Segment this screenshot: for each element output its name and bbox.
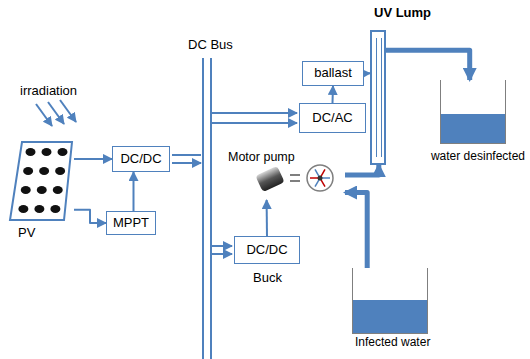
- irradiation-label: irradiation: [20, 84, 77, 99]
- disinfected-tank: water desinfected: [440, 80, 506, 144]
- uv-lamp-core: [376, 38, 382, 157]
- bus-wire: [172, 154, 201, 156]
- node-text: DC/DC: [120, 152, 161, 167]
- node-text: DC/DC: [246, 243, 287, 258]
- bus-wire: [211, 245, 232, 247]
- dc-bus-line: [202, 58, 204, 359]
- pv-cell: [53, 186, 63, 194]
- node-text: DC/AC: [312, 111, 352, 126]
- node-text: Motor pump: [228, 150, 295, 164]
- ballast-box: ballast: [302, 61, 364, 86]
- pv-cell: [23, 167, 33, 175]
- infected-tank: Infected water: [352, 268, 428, 334]
- bus-label: DC Bus: [188, 38, 233, 53]
- pv-panel-shape: [8, 140, 74, 222]
- pv-panel-outline: [10, 142, 72, 220]
- signal-connector: [74, 158, 112, 160]
- node-text: PV: [18, 226, 35, 241]
- pv-cell: [34, 205, 44, 213]
- bus-wire: [211, 112, 297, 114]
- pv-cell: [55, 167, 65, 175]
- pv-cell: [21, 186, 31, 194]
- node-text: Infected water: [355, 336, 430, 350]
- shaft-mark: [290, 180, 300, 182]
- node-text: UV Lump: [374, 6, 431, 21]
- bus-wire: [211, 122, 297, 124]
- pv-cell: [37, 186, 47, 194]
- pv-panel: PV: [8, 140, 74, 222]
- water-pipe: [345, 165, 379, 175]
- pv-cell: [50, 205, 60, 213]
- motor-pump: Motor pump: [228, 150, 345, 200]
- water-fill: [441, 114, 505, 143]
- pv-cell: [18, 205, 28, 213]
- signal-connector: [133, 172, 135, 211]
- pump-housing: [307, 165, 333, 191]
- irradiation-ray: [36, 104, 52, 126]
- shaft-mark: [290, 174, 300, 176]
- bus-wire: [172, 162, 201, 164]
- water-fill: [353, 300, 427, 333]
- pv-cell: [42, 148, 52, 156]
- node-text: MPPT: [113, 216, 149, 231]
- uv-lamp: UV Lump: [370, 30, 386, 165]
- irradiation-ray: [48, 102, 64, 124]
- water-pipe: [386, 50, 470, 80]
- water-pipe: [345, 193, 367, 269]
- irradiation-ray: [60, 100, 76, 122]
- signal-connector: [332, 86, 335, 103]
- motor-body: [255, 166, 284, 192]
- pv-cell: [26, 148, 36, 156]
- impeller-hub: [318, 176, 323, 181]
- bus-wire: [211, 253, 232, 255]
- node-text: ballast: [314, 66, 352, 81]
- signal-connector: [74, 210, 106, 223]
- pv-cell: [39, 167, 49, 175]
- node-text: water desinfected: [431, 150, 525, 164]
- dc-bus-line: [210, 58, 212, 359]
- node-text: Buck: [253, 271, 282, 286]
- mppt-box: MPPT: [106, 211, 156, 235]
- signal-connector: [266, 200, 268, 236]
- converter-box: DC/DC: [112, 146, 170, 172]
- inverter-box: DC/AC: [299, 103, 366, 133]
- pv-cell: [58, 148, 68, 156]
- buck-converter-box: DC/DCBuck: [234, 236, 300, 264]
